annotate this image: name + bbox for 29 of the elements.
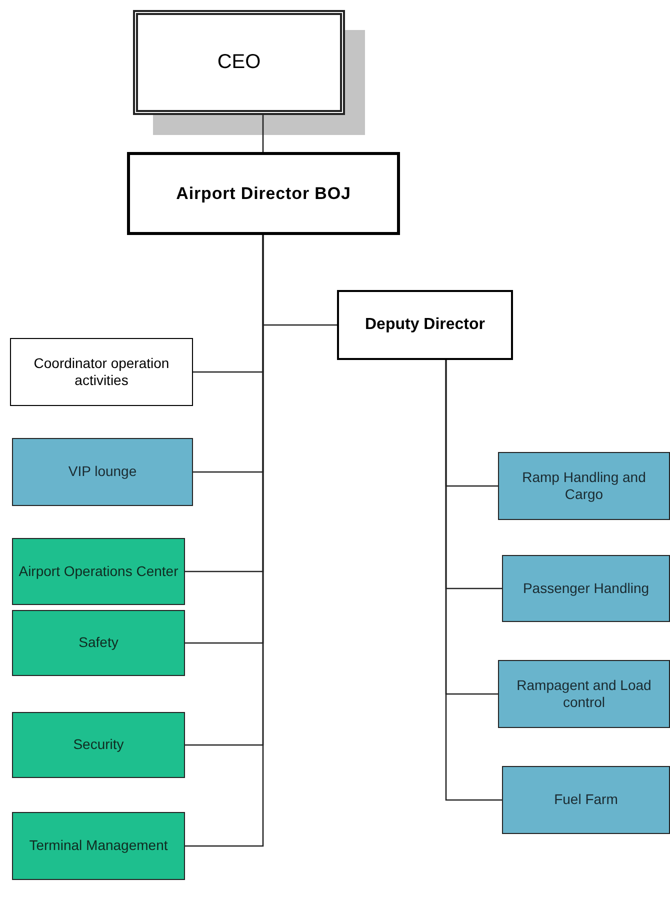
node-label: Deputy Director [364, 315, 486, 335]
department-box [502, 766, 670, 834]
node-label: Terminal Management [29, 837, 168, 855]
node-label: Rampagent and Load control [516, 676, 652, 712]
department-box [12, 712, 185, 778]
node-label: VIP lounge [68, 463, 137, 481]
department-box [498, 452, 670, 520]
department-box [12, 538, 185, 605]
node-label: Passenger Handling [522, 580, 650, 598]
department-box [498, 660, 670, 728]
node-label: Coordinator operation activities [32, 354, 170, 390]
department-box [502, 555, 670, 622]
node-label: Security [73, 736, 124, 754]
role-box [133, 10, 345, 115]
node-label: Airport Operations Center [18, 562, 178, 580]
department-box [12, 438, 193, 506]
node-label: Airport Director BOJ [176, 182, 351, 204]
connector-line [185, 235, 264, 847]
node-label: Safety [78, 634, 118, 652]
node-label: Fuel Farm [554, 791, 618, 809]
department-box [12, 812, 185, 880]
role-box [10, 338, 193, 406]
node-label: CEO [217, 50, 261, 75]
role-box [127, 152, 400, 235]
node-label: Ramp Handling and Cargo [521, 468, 647, 504]
role-box [337, 290, 513, 360]
connector-line [445, 360, 502, 801]
department-box [12, 610, 185, 676]
connector-line [262, 115, 264, 152]
